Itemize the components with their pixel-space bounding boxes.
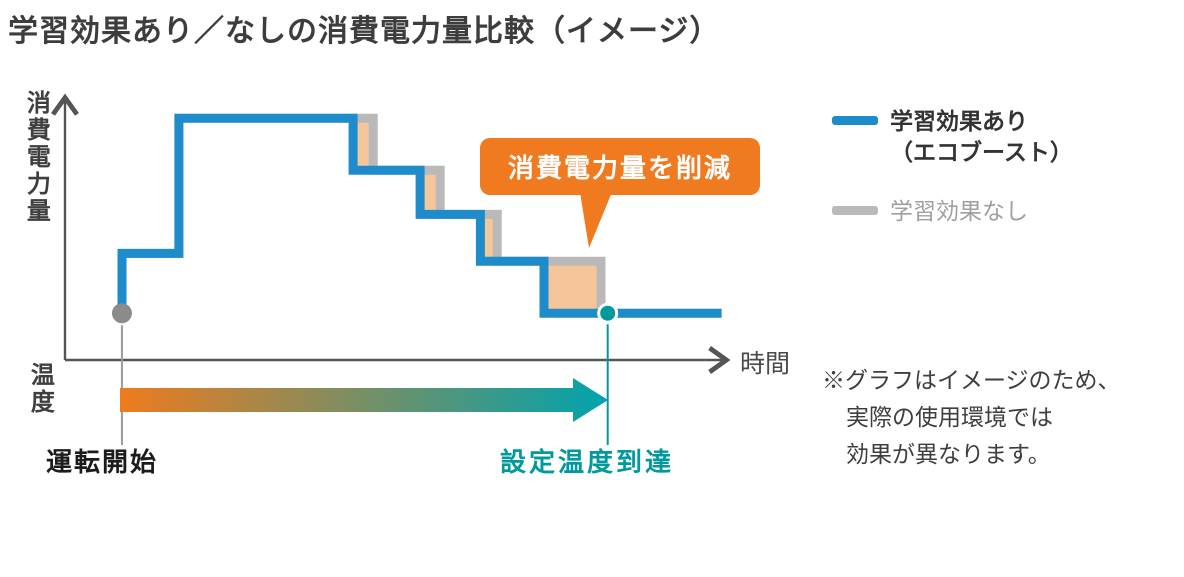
- legend-swatch-blue-line: [832, 116, 878, 125]
- legend-item-with-learning: 学習効果あり （エコブースト）: [832, 106, 1073, 168]
- legend-label-without-learning: 学習効果なし: [890, 198, 1028, 224]
- note-line-2: 実際の使用環境では: [846, 404, 1053, 430]
- series-layer: [111, 113, 722, 445]
- legend-label-with-learning: 学習効果あり: [890, 108, 1028, 134]
- disclaimer-note: ※グラフはイメージのため、 実際の使用環境では 効果が異なります。: [822, 362, 1121, 473]
- set-temperature-dot: [597, 302, 619, 324]
- set-temperature-reached-label: 設定温度到達: [500, 447, 675, 477]
- legend-swatch-gray-line: [832, 206, 878, 215]
- power-reduction-callout: 消費電力量を削減: [480, 138, 761, 195]
- temperature-arrow: [120, 378, 608, 422]
- legend-sublabel-ecoboost: （エコブースト）: [890, 139, 1073, 165]
- operation-start-dot: [111, 303, 132, 324]
- callout-tail: [578, 180, 617, 248]
- page-title: 学習効果あり／なしの消費電力量比較（イメージ）: [8, 15, 721, 48]
- saved-energy-highlight: [353, 118, 374, 171]
- legend: 学習効果あり （エコブースト） 学習効果なし: [832, 106, 1073, 255]
- series-line-with-learning: [117, 113, 722, 318]
- x-axis-label: 時間: [740, 350, 791, 378]
- y-axis-label: 消費電力量: [22, 90, 50, 225]
- temperature-axis-label: 温度: [26, 362, 54, 416]
- operation-start-label: 運転開始: [46, 447, 159, 477]
- note-line-3: 効果が異なります。: [846, 441, 1051, 467]
- note-line-1: ※グラフはイメージのため、: [822, 367, 1121, 393]
- saved-energy-highlight: [420, 170, 441, 215]
- legend-item-without-learning: 学習効果なし: [832, 196, 1073, 227]
- saved-energy-highlight: [544, 261, 601, 314]
